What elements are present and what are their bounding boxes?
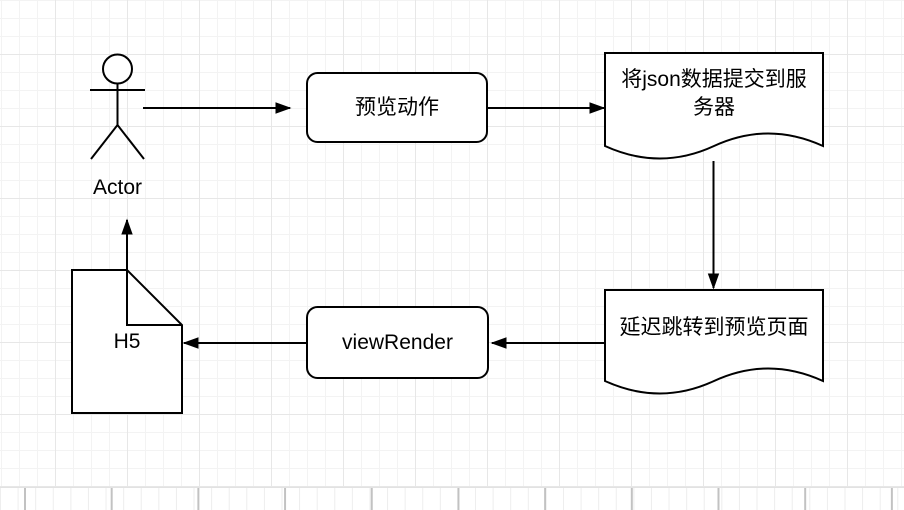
submit-json-label[interactable]: 将json数据提交到服 务器 — [605, 65, 823, 122]
node-view-render-shape[interactable] — [306, 306, 489, 379]
node-preview-action-shape[interactable] — [306, 72, 488, 143]
submit-json-label-line2: 务器 — [693, 95, 735, 119]
node-actor-shape[interactable] — [90, 53, 145, 160]
preview-action-label[interactable]: 预览动作 — [355, 95, 439, 119]
node-h5-shape[interactable] — [71, 269, 183, 414]
view-render-label[interactable]: viewRender — [342, 330, 453, 354]
actor-label[interactable]: Actor — [92, 176, 142, 199]
page-break-strip — [0, 487, 904, 510]
delayed-redirect-label[interactable]: 延迟跳转到预览页面 — [619, 315, 809, 339]
node-delayed-redirect-shape[interactable] — [604, 289, 824, 395]
node-submit-json-shape[interactable] — [604, 52, 824, 160]
submit-json-label-line1: 将json数据提交到服 — [621, 67, 807, 91]
h5-label[interactable]: H5 — [113, 330, 141, 353]
